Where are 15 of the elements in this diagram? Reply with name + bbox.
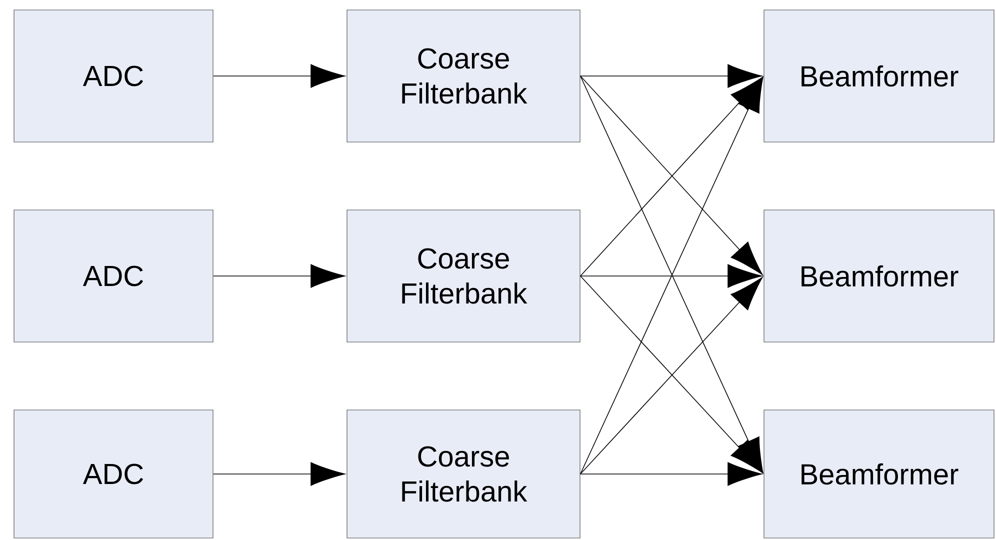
beamformer-box: Beamformer <box>764 210 994 342</box>
filterbank-box: Coarse Filterbank <box>346 410 580 538</box>
arrow <box>213 462 346 486</box>
arrow <box>213 64 346 88</box>
beamformer-box: Beamformer <box>764 10 994 142</box>
filterbank-box: Coarse Filterbank <box>346 210 580 342</box>
filterbank-box: Coarse Filterbank <box>346 10 580 142</box>
arrow <box>580 264 762 288</box>
converter-box: ADC <box>14 410 214 538</box>
converter-box: ADC <box>14 10 214 142</box>
arrow <box>580 64 762 88</box>
arrow <box>580 462 762 486</box>
converter-box: ADC <box>14 210 214 342</box>
beamformer-box: Beamformer <box>764 410 994 538</box>
arrow <box>213 264 346 288</box>
